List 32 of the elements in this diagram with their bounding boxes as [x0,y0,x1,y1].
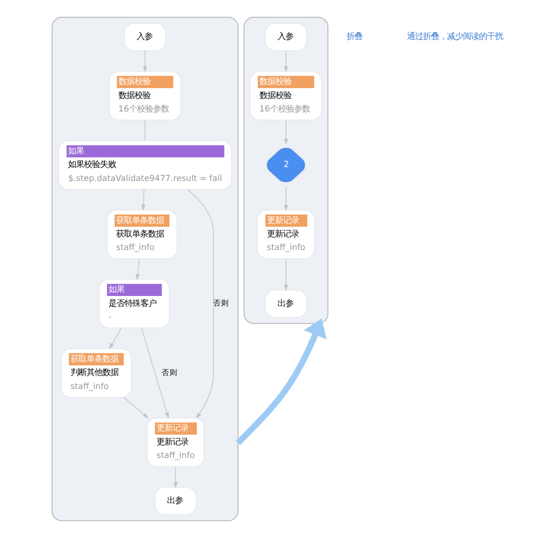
arrow [172,466,178,488]
node-box: 获取单条数据 判断其他数据 staff_info [60,348,132,398]
node-box: 出参 [154,486,196,516]
node-box: 获取单条数据 获取单条数据 staff_info [106,210,177,260]
node-box: 如果 是否特殊客户 - [98,278,170,328]
cluster [243,16,328,324]
node-box: 如果 如果校验失败 $.step.dataValidate9477.result = fail [58,140,232,190]
node-box: 入参 [124,22,166,52]
label: 折叠 [346,31,362,42]
edge-label: 否则 [160,368,177,377]
arrow [135,258,140,280]
node-box: 更新记录 更新记录 staff_info [256,210,314,260]
node-box: 入参 [264,22,306,52]
node-box: 更新记录 更新记录 staff_info [146,418,204,468]
arrow [123,397,148,418]
cluster [51,16,238,522]
label: 通过折叠，减少阅读的干扰 [406,31,503,42]
arrow [140,189,145,211]
arrow [283,50,288,72]
connector [144,120,145,141]
arrow [108,328,121,350]
arrow [235,318,326,446]
node-box: 数据校验 数据校验 16个校验参数 [108,70,181,120]
edge-label: 否则 [212,298,229,308]
node-box: 出参 [264,290,306,318]
node-box: 数据校验 数据校验 16个校验参数 [249,70,322,120]
arrow [283,120,288,145]
arrow [140,328,168,419]
arrow [283,258,288,291]
arrow [283,186,288,212]
arrow [186,189,214,419]
arrow [142,50,147,72]
